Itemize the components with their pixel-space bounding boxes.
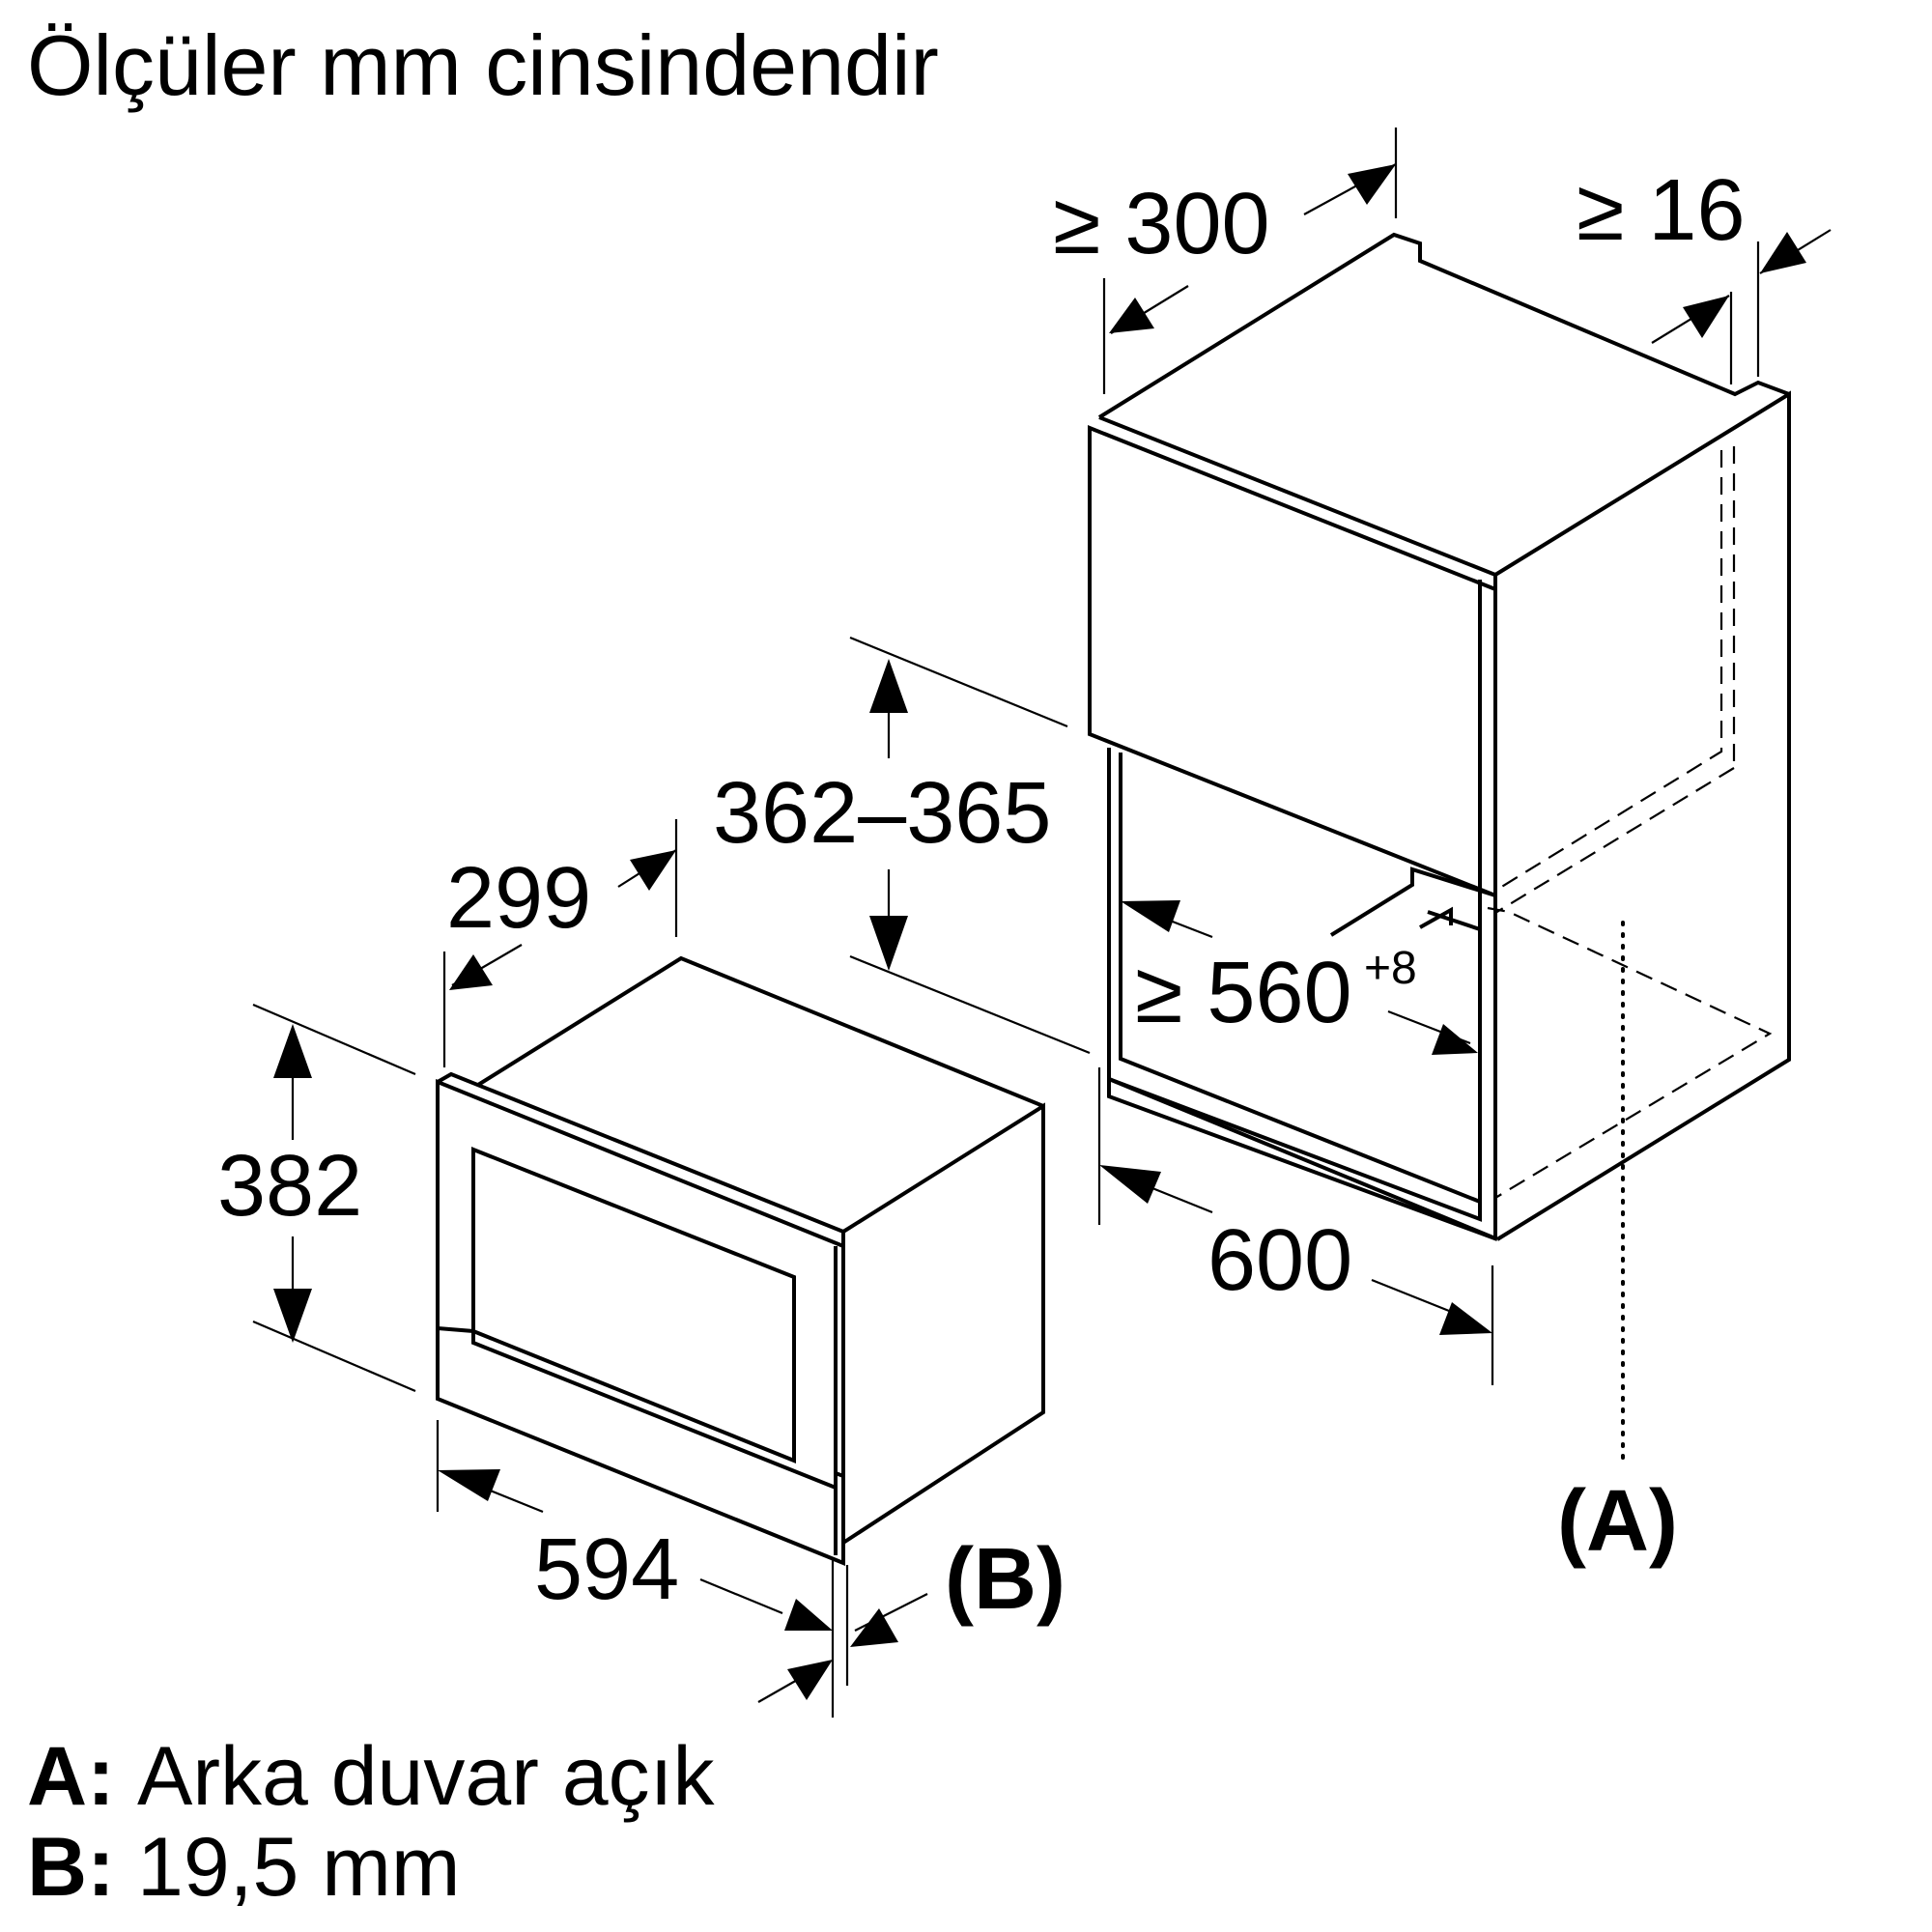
dimension-lines: [252, 128, 1832, 1718]
label-appliance-depth: 299: [446, 850, 591, 947]
appliance-front-frame: [436, 1079, 845, 1566]
label-niche-height: 362–365: [713, 765, 1051, 862]
cabinet-front-panel: [1088, 425, 1497, 898]
cabinet-right-face: [1493, 390, 1791, 1241]
appliance-right-face: [841, 1102, 1045, 1545]
label-niche-width: ≥ 560: [1135, 945, 1352, 1041]
appliance-top-edge: [476, 955, 1044, 1108]
legend-key-b: B:: [27, 1821, 115, 1914]
label-cabinet-depth: 600: [1208, 1212, 1352, 1309]
label-cabinet-side-gap: ≥ 16: [1577, 162, 1746, 259]
legend-text-a: Arka duvar açık: [137, 1730, 715, 1823]
page-title: Ölçüler mm cinsindendir: [27, 17, 939, 113]
cabinet-drawing: [1088, 232, 1791, 1461]
legend-key-a: A:: [27, 1730, 115, 1823]
callout-a: (A): [1557, 1473, 1678, 1570]
appliance-door-window: [471, 1147, 796, 1463]
legend-text-b: 19,5 mm: [137, 1821, 461, 1914]
label-cabinet-top-depth: ≥ 300: [1053, 176, 1270, 272]
cabinet-top-edge: [1097, 232, 1790, 419]
callout-b: (B): [945, 1531, 1065, 1628]
legend: A: Arka duvar açık B: 19,5 mm: [27, 1730, 715, 1914]
cabinet-niche-frame: [1107, 748, 1482, 1222]
label-appliance-width: 594: [534, 1521, 679, 1618]
label-niche-width-tolerance: +8: [1364, 943, 1417, 994]
label-appliance-height: 382: [217, 1138, 362, 1235]
appliance-drawing: [436, 955, 1045, 1566]
